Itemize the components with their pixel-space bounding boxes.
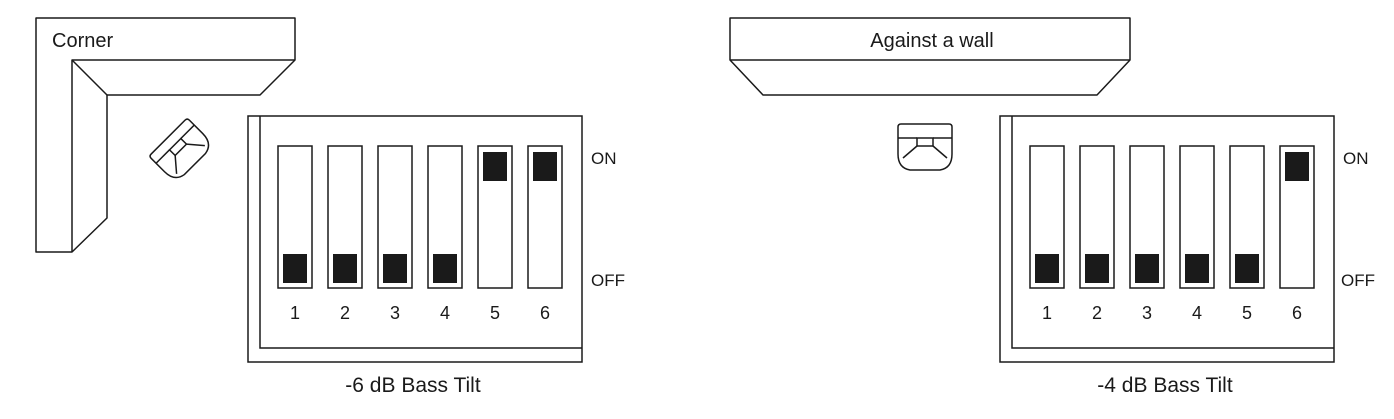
dip-switch-knob-on: [483, 152, 507, 181]
dip-switch-knob-off: [1185, 254, 1209, 283]
dip-switch-group: 1 2 3 4 5 6: [277, 145, 563, 323]
dip-switch-knob-off: [1235, 254, 1259, 283]
dip-switch-number: 4: [1192, 303, 1202, 323]
dip-switch-knob-off: [333, 254, 357, 283]
dip-switch-knob-off: [1035, 254, 1059, 283]
dip-switch-knob-off: [433, 254, 457, 283]
on-label: ON: [1343, 149, 1369, 168]
wall-illustration: [729, 17, 1131, 96]
dip-switch-knob-off: [383, 254, 407, 283]
dip-switch-knob-on: [1285, 152, 1309, 181]
dip-switch-number: 3: [390, 303, 400, 323]
dip-switch-number: 2: [1092, 303, 1102, 323]
dip-switch-number: 6: [540, 303, 550, 323]
speaker-icon: [897, 123, 953, 171]
dip-switch-number: 3: [1142, 303, 1152, 323]
placement-label-wall: Against a wall: [870, 30, 993, 52]
dip-switch-number: 1: [1042, 303, 1052, 323]
corner-wall-illustration: [35, 17, 296, 253]
speaker-icon: [149, 118, 210, 179]
dip-switch-number: 5: [1242, 303, 1252, 323]
off-label: OFF: [591, 271, 625, 290]
dip-switch-knob-off: [1135, 254, 1159, 283]
off-label: OFF: [1341, 271, 1375, 290]
dip-switch-knob-off: [1085, 254, 1109, 283]
dip-switch-knob-off: [283, 254, 307, 283]
dip-switch-number: 1: [290, 303, 300, 323]
dip-switch-number: 4: [440, 303, 450, 323]
dip-switch-number: 2: [340, 303, 350, 323]
dip-switch-number: 5: [490, 303, 500, 323]
placement-label-corner: Corner: [52, 30, 113, 52]
dip-switch-group: 1 2 3 4 5 6: [1029, 145, 1315, 323]
dip-switch-knob-on: [533, 152, 557, 181]
caption-bass-tilt: -6 dB Bass Tilt: [345, 374, 481, 397]
dip-switch-number: 6: [1292, 303, 1302, 323]
caption-bass-tilt: -4 dB Bass Tilt: [1097, 374, 1233, 397]
on-label: ON: [591, 149, 617, 168]
